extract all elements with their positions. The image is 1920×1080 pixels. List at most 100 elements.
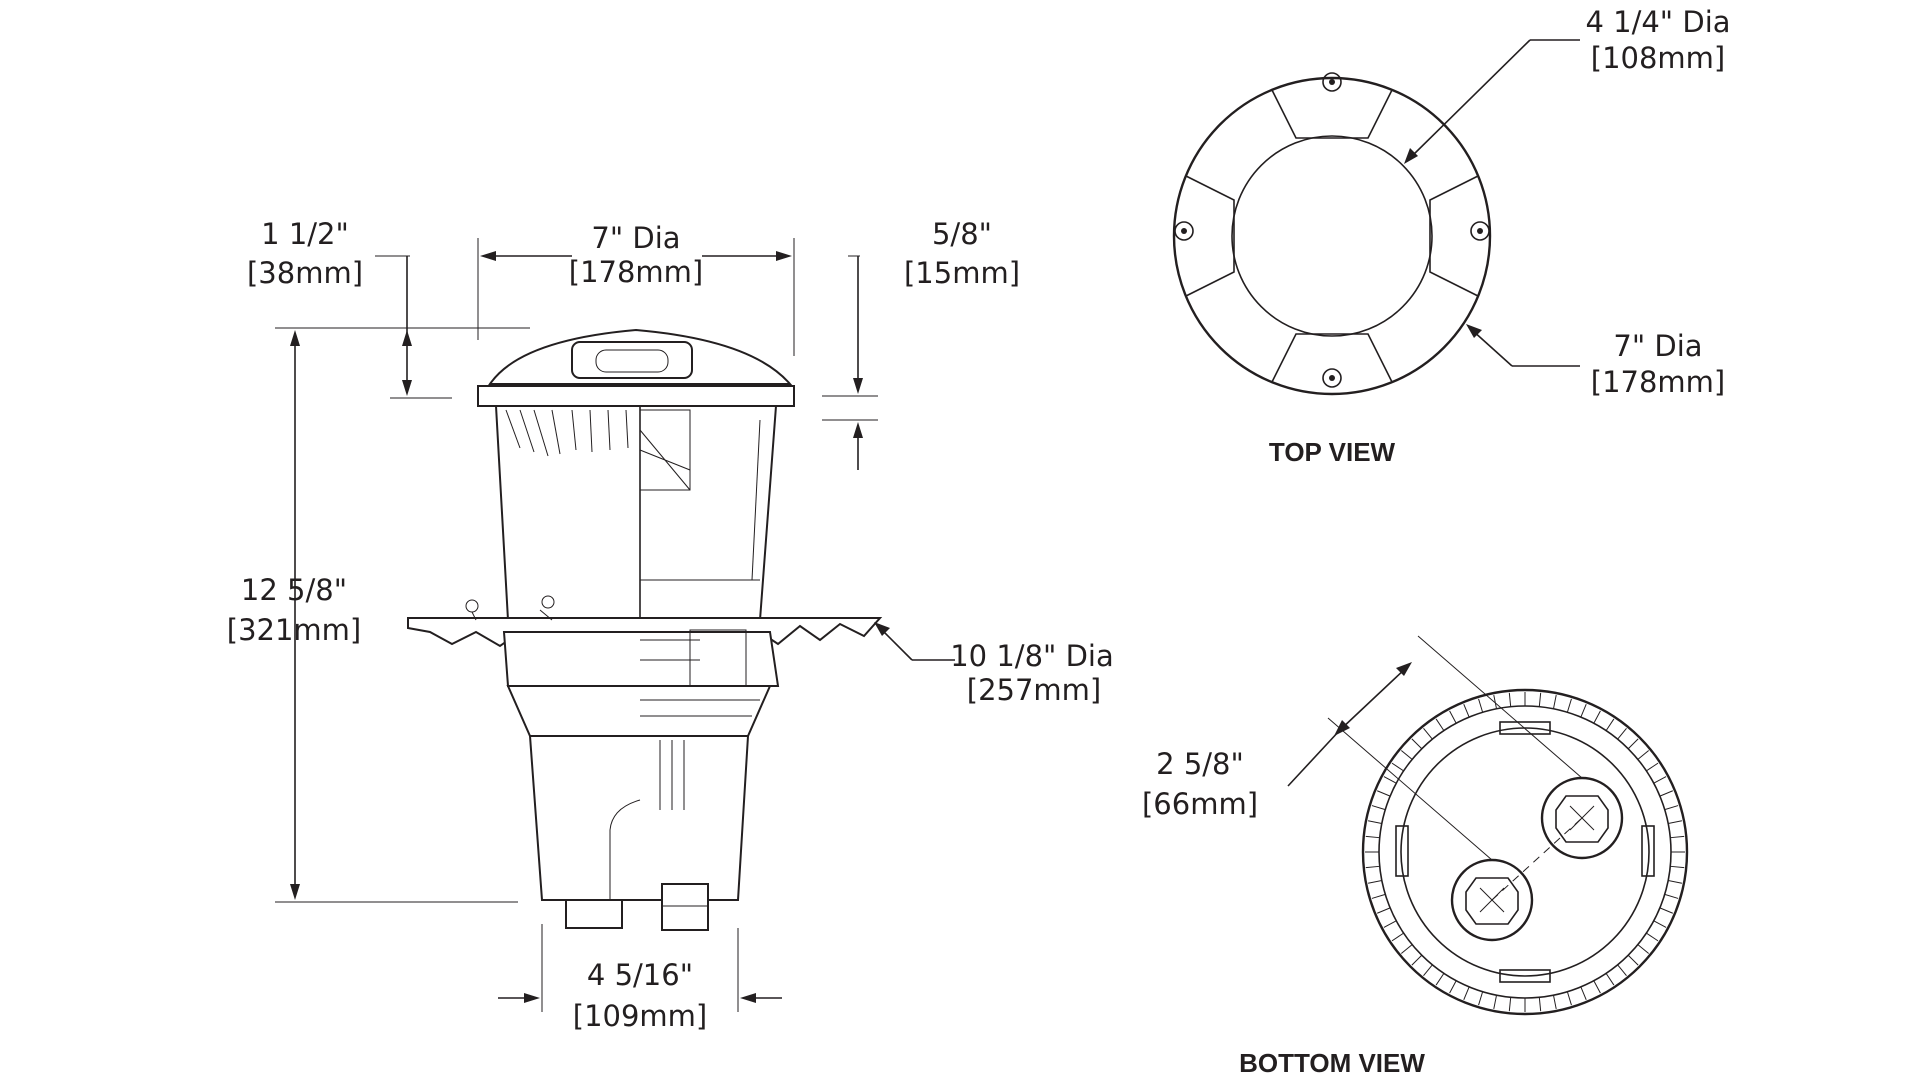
knurl-tick <box>1566 991 1572 1006</box>
knurl-tick <box>1435 718 1445 731</box>
top-outer-dia-metric: [178mm] <box>1591 365 1725 399</box>
knurl-tick <box>1670 865 1685 869</box>
side-section-view <box>407 328 883 931</box>
top-outer-ring <box>1172 76 1492 396</box>
bottom-tabs <box>1395 721 1655 983</box>
knurl-tick <box>1371 805 1386 811</box>
dome-window-inner <box>595 349 669 373</box>
knurl-tick <box>1493 995 1498 1010</box>
dome-window <box>571 341 693 379</box>
knurl-tick <box>1593 980 1601 994</box>
knurl-tick <box>1617 728 1627 740</box>
lip-imperial: 5/8" <box>932 217 992 251</box>
housing-fins <box>505 409 629 457</box>
knurl-tick <box>1411 954 1423 966</box>
top-mount-holes <box>1174 72 1490 388</box>
port-spacing-metric: [66mm] <box>1142 787 1258 821</box>
knurl-tick <box>1463 703 1470 718</box>
knurl-tick <box>1670 835 1685 839</box>
knurl-tick <box>1664 805 1679 811</box>
top-inner-ring <box>1231 135 1433 337</box>
lower-can <box>528 735 750 901</box>
view-labels: TOP VIEW BOTTOM VIEW <box>1239 437 1425 1078</box>
mid-body <box>502 631 780 687</box>
knurl-tick <box>1538 997 1542 1012</box>
knurl-tick <box>1659 907 1674 914</box>
bottom-outer-ring <box>1361 688 1689 1016</box>
knurl-tick <box>1646 932 1659 942</box>
bottom-port-right <box>1540 776 1624 860</box>
dimension-labels: 1 1/2" [38mm] 7" Dia [178mm] 5/8" [15mm]… <box>227 5 1731 1033</box>
knurl-tick <box>1449 710 1457 724</box>
knurl-tick <box>1401 944 1413 954</box>
bottom-inner-ring <box>1400 727 1650 977</box>
knurl-tick <box>1659 790 1674 797</box>
knurl-tick <box>1478 991 1484 1006</box>
bottom-fitting-left <box>565 899 623 929</box>
top-height-metric: [38mm] <box>247 256 363 290</box>
knurl-tick <box>1391 762 1404 772</box>
bottom-view <box>1287 635 1689 1016</box>
overall-height-metric: [321mm] <box>227 613 361 647</box>
top-inner-dia-metric: [108mm] <box>1591 41 1725 75</box>
knurl-tick <box>1435 973 1445 986</box>
knurl-tick <box>1627 954 1639 966</box>
lip-metric: [15mm] <box>904 256 1020 290</box>
knurl-tick <box>1637 944 1649 954</box>
knurl-tick <box>1637 750 1649 760</box>
top-view <box>1172 39 1580 396</box>
collar-dia-metric: [257mm] <box>967 673 1101 707</box>
knurl-tick <box>1493 694 1498 709</box>
knurl-tick <box>1552 694 1557 709</box>
top-inner-dia-imperial: 4 1/4" Dia <box>1585 5 1730 39</box>
knurl-tick <box>1376 907 1391 914</box>
knurl-tick <box>1664 893 1679 899</box>
knurl-tick <box>1605 718 1615 731</box>
knurl-tick <box>1463 986 1470 1001</box>
port-spacing-imperial: 2 5/8" <box>1156 747 1244 781</box>
knurl-tick <box>1365 835 1380 839</box>
knurl-tick <box>1538 692 1542 707</box>
knurl-tick <box>1580 986 1587 1001</box>
knurl-tick <box>1401 750 1413 760</box>
flange-dia-imperial: 7" Dia <box>591 221 680 255</box>
knurl-tick <box>1478 698 1484 713</box>
knurl-tick <box>1653 920 1667 928</box>
knurl-tick <box>1617 964 1627 976</box>
bottom-fitting-right <box>661 883 709 931</box>
knurl-tick <box>1367 820 1382 825</box>
knurl-tick <box>1423 964 1433 976</box>
knurl-tick <box>1508 692 1512 707</box>
overall-height-imperial: 12 5/8" <box>241 573 347 607</box>
knurl-tick <box>1668 879 1683 884</box>
knurl-tick <box>1371 893 1386 899</box>
collar-screws <box>465 595 555 621</box>
flange-dia-metric: [178mm] <box>569 255 703 289</box>
top-height-imperial: 1 1/2" <box>261 217 349 251</box>
knurl-tick <box>1391 932 1404 942</box>
base-width-imperial: 4 5/16" <box>587 958 693 992</box>
collar-dia-imperial: 10 1/8" Dia <box>950 639 1114 673</box>
knurl-tick <box>1423 728 1433 740</box>
knurl-tick <box>1668 820 1683 825</box>
upper-housing <box>494 405 778 621</box>
knurl-tick <box>1383 920 1397 928</box>
top-view-label: TOP VIEW <box>1269 437 1396 467</box>
knurl-tick <box>1627 738 1639 750</box>
knurl-tick <box>1605 973 1615 986</box>
knurl-tick <box>1411 738 1423 750</box>
top-lobes <box>1185 89 1479 383</box>
bottom-knurl-ring <box>1378 705 1672 999</box>
knurl-tick <box>1367 879 1382 884</box>
knurl-tick <box>1580 703 1587 718</box>
knurl-tick <box>1552 995 1557 1010</box>
knurl-tick <box>1365 865 1380 869</box>
base-width-metric: [109mm] <box>573 999 707 1033</box>
knurl-tick <box>1566 698 1572 713</box>
knurl-tick <box>1646 762 1659 772</box>
knurl-tick <box>1376 790 1391 797</box>
knurl-tick <box>1383 776 1397 784</box>
bottom-view-label: BOTTOM VIEW <box>1239 1048 1425 1078</box>
knurl-tick <box>1653 776 1667 784</box>
